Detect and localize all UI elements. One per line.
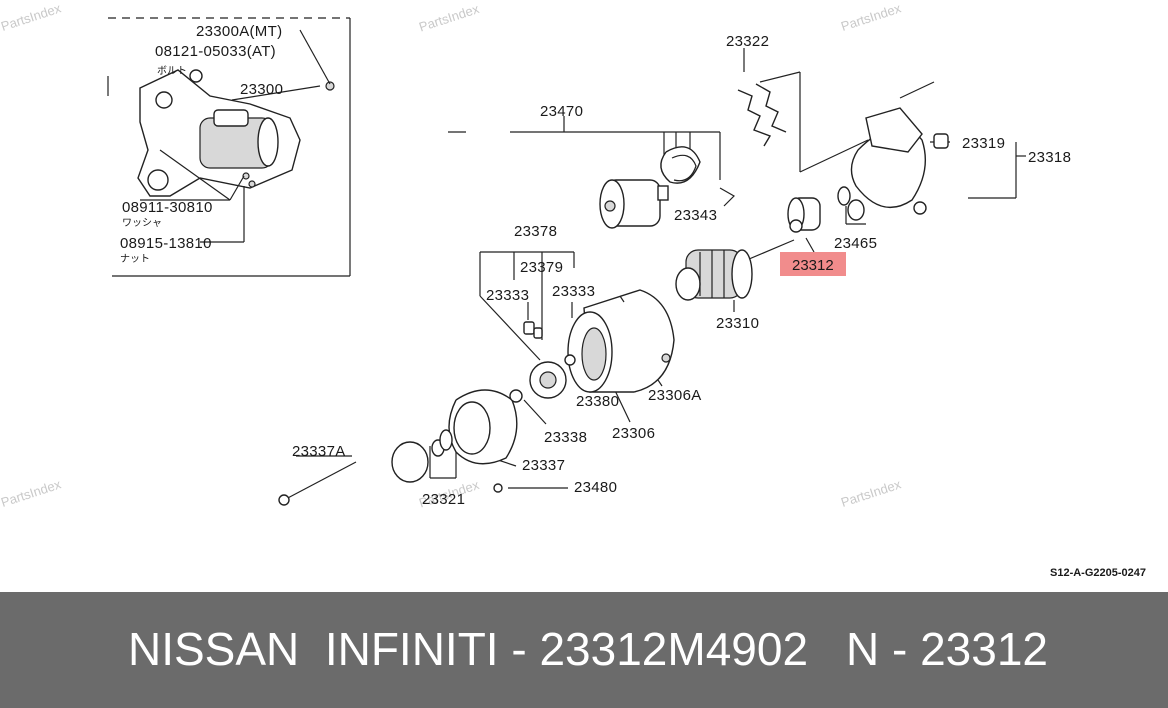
part-23322-clips bbox=[737, 83, 787, 147]
label-23312: 23312 bbox=[792, 257, 834, 274]
part-23343-solenoid bbox=[599, 146, 735, 229]
label-nut-jp: ナット bbox=[120, 253, 150, 265]
inset-starter-drawing bbox=[137, 29, 335, 243]
inset-frame bbox=[107, 17, 351, 277]
label-23380: 23380 bbox=[576, 393, 619, 410]
watermark-top-left: PartsIndex bbox=[0, 0, 63, 34]
watermark-top-right: PartsIndex bbox=[839, 0, 903, 34]
part-23378-brush-holder bbox=[523, 321, 576, 399]
label-23300A: 23300A(MT) bbox=[196, 23, 282, 40]
label-23310: 23310 bbox=[716, 315, 759, 332]
label-08121-05033: 08121-05033(AT) bbox=[155, 43, 276, 60]
full-part-number: NISSAN INFINITI - 23312M4902 bbox=[128, 623, 809, 675]
label-23300: 23300 bbox=[240, 81, 283, 98]
label-23321: 23321 bbox=[422, 491, 465, 508]
part-23310-armature bbox=[675, 239, 795, 301]
part-rear-housing bbox=[278, 389, 523, 506]
exploded-view-svg: PartsIndex PartsIndex PartsIndex PartsIn… bbox=[0, 0, 1146, 579]
label-23333-right: 23333 bbox=[552, 283, 595, 300]
label-23319: 23319 bbox=[962, 135, 1005, 152]
parts-diagram: PartsIndex PartsIndex PartsIndex PartsIn… bbox=[0, 0, 1147, 579]
diagram-reference-code: S12-A-G2205-0247 bbox=[1050, 567, 1146, 579]
label-23337: 23337 bbox=[522, 457, 565, 474]
label-23337A: 23337A bbox=[292, 443, 346, 460]
leader-lines bbox=[296, 48, 1026, 489]
label-23343: 23343 bbox=[674, 207, 717, 224]
label-23379: 23379 bbox=[520, 259, 563, 276]
part-number-banner: NISSAN INFINITI - 23312M4902 N - 23312 bbox=[0, 592, 1168, 708]
label-23306: 23306 bbox=[612, 425, 655, 442]
part-23306-yoke bbox=[567, 289, 675, 393]
label-23338: 23338 bbox=[544, 429, 587, 446]
label-23480: 23480 bbox=[574, 479, 617, 496]
label-23318: 23318 bbox=[1028, 149, 1071, 166]
label-23306A: 23306A bbox=[648, 387, 702, 404]
label-washer-jp: ワッシャ bbox=[122, 218, 162, 229]
short-part-code: N - 23312 bbox=[846, 623, 1049, 675]
watermark-top-center: PartsIndex bbox=[417, 1, 481, 35]
label-23465: 23465 bbox=[834, 235, 877, 252]
label-08911-30810: 08911-30810 bbox=[122, 199, 213, 216]
label-08915-13810: 08915-13810 bbox=[120, 235, 212, 252]
highlight-23312 bbox=[780, 252, 846, 276]
label-23322: 23322 bbox=[726, 33, 769, 50]
watermark-bottom-left: PartsIndex bbox=[0, 476, 63, 510]
label-23470: 23470 bbox=[540, 103, 583, 120]
label-23333-left: 23333 bbox=[486, 287, 529, 304]
label-bolt-jp: ボルト bbox=[157, 65, 187, 77]
label-23378: 23378 bbox=[514, 223, 557, 240]
watermark-bottom-right: PartsIndex bbox=[839, 476, 903, 510]
part-23312-pinion bbox=[787, 186, 865, 233]
part-23318-housing bbox=[850, 81, 949, 215]
